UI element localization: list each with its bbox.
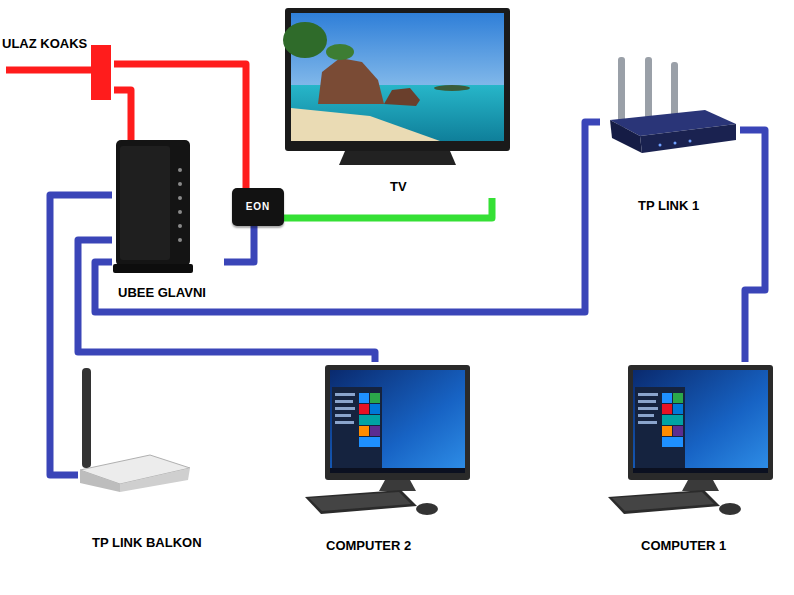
device-label: TP LINK 1	[638, 198, 699, 213]
balcony-router	[80, 368, 190, 492]
device-label: TP LINK BALKON	[92, 535, 202, 550]
coax-splitter: ULAZ KOAKS	[2, 34, 114, 102]
tv-device: TV	[283, 6, 513, 198]
cable-connector	[224, 226, 254, 262]
computer-2-illustration	[305, 365, 470, 515]
cable-connector	[284, 198, 492, 218]
device-label: ULAZ KOAKS	[2, 36, 87, 51]
device-label: COMPUTER 2	[326, 538, 411, 553]
computer-device: COMPUTER 1	[600, 362, 775, 556]
router-device: TP LINK BALKON	[78, 365, 228, 553]
cable-connector	[740, 130, 765, 362]
ubee-modem	[113, 140, 193, 273]
tv-illustration	[283, 8, 510, 165]
computer-1-illustration	[608, 365, 773, 515]
modem-device: UBEE GLAVNI	[112, 140, 224, 302]
computer-device: COMPUTER 2	[303, 362, 473, 556]
device-label: TV	[390, 179, 407, 194]
tp-link-router	[610, 57, 736, 153]
set-top-box: EON	[232, 188, 284, 226]
cable-connector	[114, 90, 131, 140]
device-label: EON	[246, 201, 271, 213]
device-label: UBEE GLAVNI	[118, 285, 206, 300]
router-device: TP LINK 1	[600, 52, 740, 216]
device-label: COMPUTER 1	[641, 538, 726, 553]
coax-input	[6, 45, 111, 100]
